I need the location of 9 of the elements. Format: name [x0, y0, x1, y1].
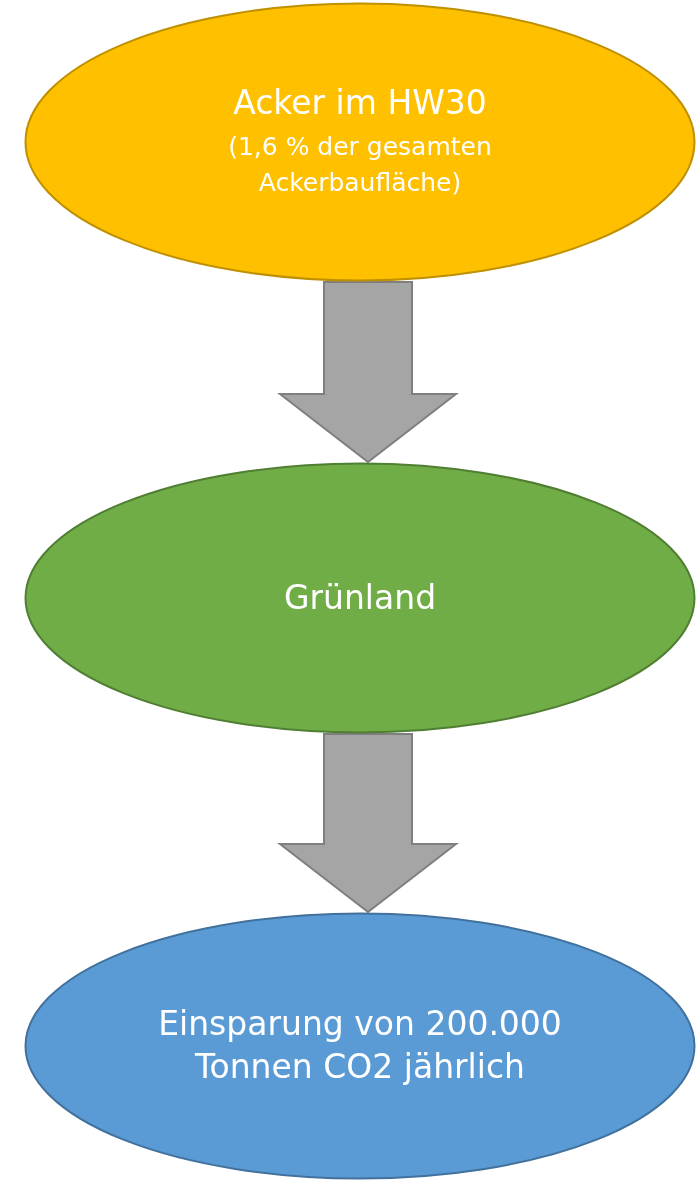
- ellipse-node: [24, 462, 696, 734]
- node-title: Acker im HW30: [233, 82, 487, 125]
- node-note: (1,6 % der gesamten Ackerbaufläche): [227, 131, 493, 200]
- block-arrow: [277, 733, 459, 914]
- block-arrow: [277, 281, 459, 464]
- ellipse-node: [24, 2, 696, 282]
- node-title: Einsparung von 200.000 Tonnen CO2 jährlich: [157, 1003, 563, 1088]
- ellipse-node: [24, 912, 696, 1180]
- node-title: Grünland: [283, 576, 437, 619]
